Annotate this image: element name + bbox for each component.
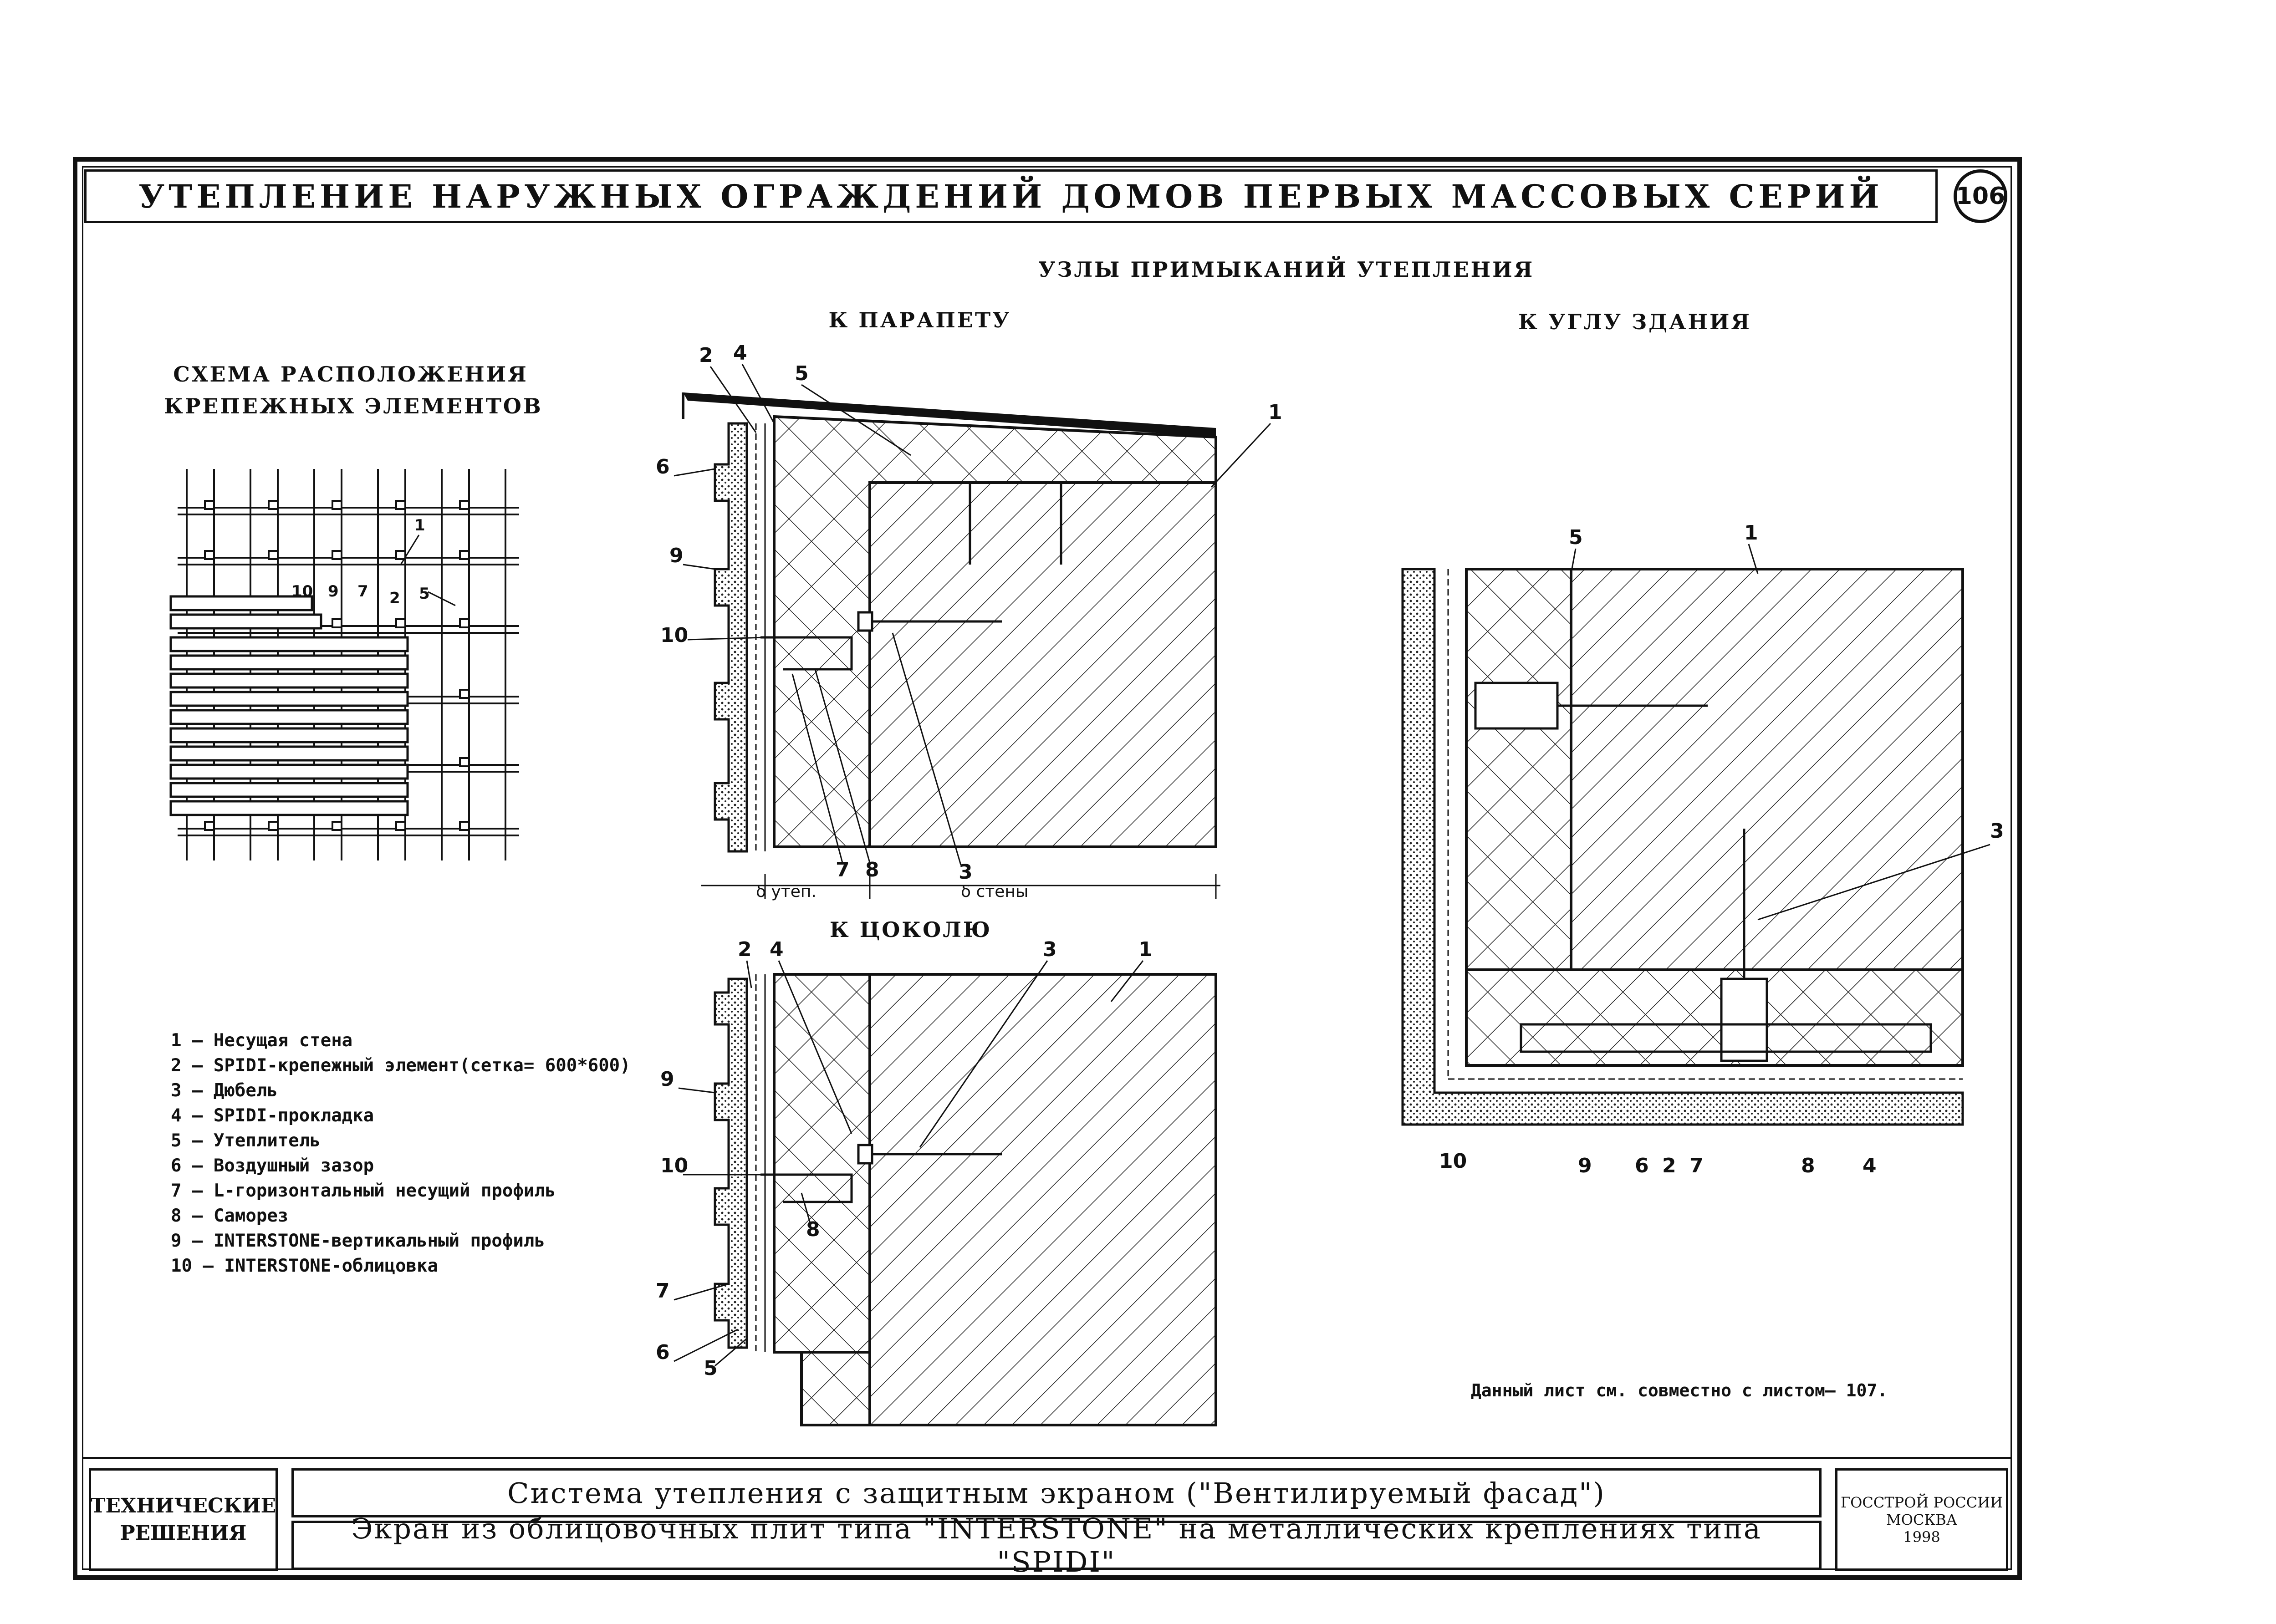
stamp-screen: Экран из облицовочных плит типа "INTERST… <box>291 1512 1822 1578</box>
header-scheme-line2: КРЕПЕЖНЫХ ЭЛЕМЕНТОВ <box>164 394 543 418</box>
legend-item-3: 3 – Дюбель <box>171 1080 278 1101</box>
svg-text:6: 6 <box>656 455 670 479</box>
stamp-org-line2: МОСКВА <box>1886 1511 1957 1528</box>
header-plinth: К ЦОКОЛЮ <box>829 917 992 942</box>
header-corner: К УГЛУ ЗДАНИЯ <box>1518 310 1751 334</box>
plinth-detail: 2 4 3 1 9 10 8 7 6 5 <box>656 938 1217 1426</box>
svg-text:10: 10 <box>660 624 688 647</box>
svg-text:3: 3 <box>1043 938 1057 961</box>
svg-text:1: 1 <box>1744 521 1758 545</box>
svg-text:5: 5 <box>704 1357 718 1380</box>
svg-text:1: 1 <box>1138 938 1153 961</box>
svg-text:4: 4 <box>733 341 747 365</box>
svg-text:10: 10 <box>291 582 313 601</box>
svg-text:5: 5 <box>1569 526 1583 549</box>
dim-insulation: δ утеп. <box>756 882 817 901</box>
stamp-year: 1998 <box>1903 1528 1940 1546</box>
sheet-note: Данный лист см. совместно с листом– 107. <box>1471 1380 1888 1400</box>
svg-text:5: 5 <box>795 362 809 385</box>
svg-text:4: 4 <box>770 938 784 961</box>
drawing-frame-outer <box>73 157 2022 1580</box>
svg-text:9: 9 <box>328 582 339 601</box>
header-parapet: К ПАРАПЕТУ <box>828 308 1011 332</box>
svg-text:9: 9 <box>660 1068 674 1091</box>
svg-text:8: 8 <box>1801 1154 1815 1177</box>
svg-text:2: 2 <box>738 938 752 961</box>
sheet-title: УТЕПЛЕНИЕ НАРУЖНЫХ ОГРАЖДЕНИЙ ДОМОВ ПЕРВ… <box>138 177 1883 215</box>
title-box: УТЕПЛЕНИЕ НАРУЖНЫХ ОГРАЖДЕНИЙ ДОМОВ ПЕРВ… <box>84 169 1938 223</box>
stamp-category-line2: РЕШЕНИЯ <box>120 1521 247 1545</box>
svg-text:6: 6 <box>1635 1154 1649 1177</box>
svg-text:2: 2 <box>699 344 713 367</box>
svg-text:1: 1 <box>1268 401 1282 424</box>
legend-item-6: 6 – Воздушный зазор <box>171 1156 374 1176</box>
svg-text:8: 8 <box>865 858 879 881</box>
svg-text:7: 7 <box>357 582 368 601</box>
legend-item-5: 5 – Утеплитель <box>171 1130 321 1151</box>
svg-text:2: 2 <box>389 589 400 607</box>
stamp-org-line1: ГОССТРОЙ РОССИИ <box>1840 1493 2003 1511</box>
legend-item-9: 9 – INTERSTONE-вертикальный профиль <box>171 1231 545 1251</box>
svg-text:4: 4 <box>1863 1154 1877 1177</box>
svg-text:10: 10 <box>660 1154 688 1177</box>
stamp-organization: ГОССТРОЙ РОССИИ МОСКВА 1998 <box>1835 1468 2008 1571</box>
svg-text:2: 2 <box>1662 1154 1676 1177</box>
svg-text:6: 6 <box>656 1341 670 1364</box>
header-nodes: УЗЛЫ ПРИМЫКАНИЙ УТЕПЛЕНИЯ <box>1038 257 1535 282</box>
svg-text:7: 7 <box>656 1279 670 1303</box>
parapet-detail: 2 4 5 1 6 9 10 7 8 3 δ утеп. δ стены <box>656 341 1282 901</box>
svg-text:7: 7 <box>1689 1154 1704 1177</box>
svg-text:10: 10 <box>1439 1150 1467 1173</box>
svg-text:5: 5 <box>419 585 430 603</box>
legend: 1 – Несущая стена 2 – SPIDI-крепежный эл… <box>171 1028 631 1278</box>
legend-item-7: 7 – L-горизонтальный несущий профиль <box>171 1181 556 1201</box>
svg-text:1: 1 <box>414 516 425 535</box>
header-scheme-line1: СХЕМА РАСПОЛОЖЕНИЯ <box>173 362 528 387</box>
fastener-scheme: 1 10 9 7 2 5 <box>169 469 519 860</box>
legend-item-1: 1 – Несущая стена <box>171 1030 353 1051</box>
stamp-category: ТЕХНИЧЕСКИЕ РЕШЕНИЯ <box>89 1468 278 1571</box>
title-block-separator <box>82 1457 2012 1459</box>
legend-item-4: 4 – SPIDI-прокладка <box>171 1105 374 1126</box>
legend-item-8: 8 – Саморез <box>171 1206 289 1226</box>
dim-wall: δ стены <box>961 882 1028 901</box>
corner-detail: 5 1 3 10 9 6 2 7 8 4 <box>1401 521 2004 1177</box>
sheet-number-badge: 106 <box>1954 169 2007 223</box>
legend-item-10: 10 – INTERSTONE-облицовка <box>171 1256 438 1276</box>
svg-text:8: 8 <box>806 1218 820 1241</box>
svg-text:9: 9 <box>1578 1154 1592 1177</box>
sheet-number: 106 <box>1955 183 2006 210</box>
stamp-system: Система утепления с защитным экраном ("В… <box>291 1468 1822 1517</box>
legend-item-2: 2 – SPIDI-крепежный элемент(сетка= 600*6… <box>171 1055 631 1076</box>
svg-text:3: 3 <box>1990 820 2004 843</box>
svg-text:9: 9 <box>669 544 684 567</box>
stamp-category-line1: ТЕХНИЧЕСКИЕ <box>90 1494 276 1517</box>
